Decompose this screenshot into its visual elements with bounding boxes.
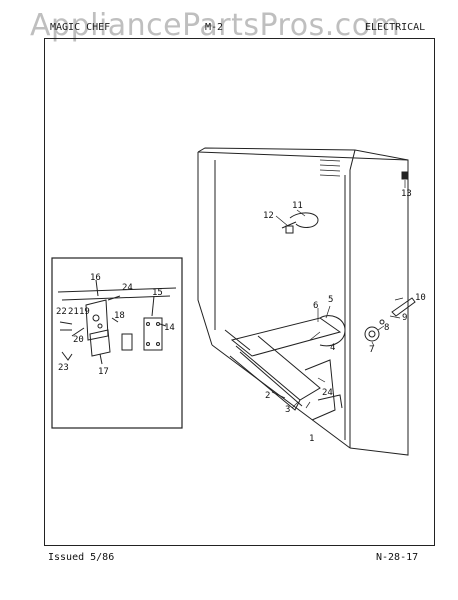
callout-10: 10	[415, 293, 426, 303]
header-category: ELECTRICAL	[365, 22, 426, 33]
callout-8: 8	[384, 323, 389, 333]
page-code: N-28-17	[376, 552, 419, 563]
callout-labels: 1 2 3 4 5 6 7 8 9 10 11 12 13 14 15 16 1…	[56, 189, 426, 444]
callout-22: 22	[56, 307, 67, 317]
watermark: AppliancePartsPros.com	[30, 8, 401, 43]
diagram-frame	[44, 38, 435, 546]
callout-14: 14	[164, 323, 175, 333]
callout-2: 2	[265, 391, 270, 401]
callout-24-inset: 24	[122, 283, 133, 293]
callout-6: 6	[313, 301, 318, 311]
callout-9: 9	[402, 313, 407, 323]
callout-3: 3	[285, 405, 290, 415]
callout-16: 16	[90, 273, 101, 283]
callout-18: 18	[114, 311, 125, 321]
callout-13: 13	[401, 189, 412, 199]
thermostat-parts	[364, 297, 416, 342]
callout-19: 19	[79, 307, 90, 317]
header-section: M-2	[205, 22, 224, 33]
cabinet-vents	[319, 159, 341, 177]
header-brand: MAGIC CHEF	[50, 22, 111, 33]
callout-5: 5	[328, 295, 333, 305]
callout-4: 4	[330, 343, 335, 353]
callout-23: 23	[58, 363, 69, 373]
wire-harness	[281, 212, 319, 234]
callout-15: 15	[152, 288, 163, 298]
callout-12: 12	[263, 211, 274, 221]
heater-assembly	[224, 315, 346, 421]
callout-11: 11	[292, 201, 303, 211]
callout-17: 17	[98, 367, 109, 377]
callout-20: 20	[73, 335, 84, 345]
callout-7: 7	[369, 345, 374, 355]
inset-box	[51, 257, 183, 429]
issued-date: Issued 5/86	[48, 552, 115, 563]
callout-24: 24	[322, 388, 333, 398]
cabinet-outline	[197, 147, 409, 456]
part-13	[401, 171, 409, 180]
callout-21: 21	[68, 307, 79, 317]
leader-lines	[271, 180, 406, 409]
callout-1: 1	[309, 434, 314, 444]
